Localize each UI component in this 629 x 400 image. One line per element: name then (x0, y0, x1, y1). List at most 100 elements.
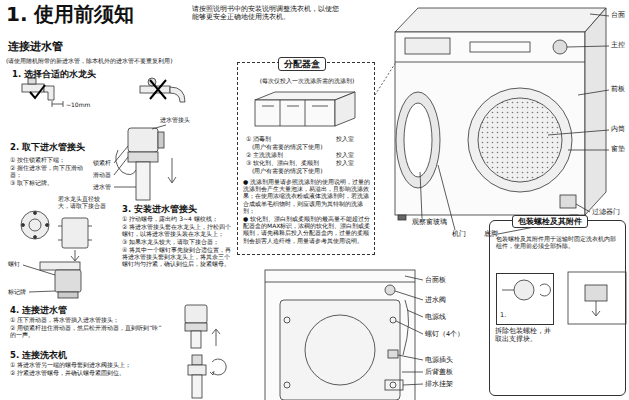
detergent-drawer (255, 48, 405, 126)
part-label: 过滤器门 (592, 209, 620, 217)
part-label: ④ 将其中一个螺钉事先旋到合适位置，再将进水管接头套到水龙头上，将其余三个螺钉均… (122, 246, 232, 268)
connector-install (29, 219, 41, 231)
part-label: 台面 (611, 12, 625, 20)
box-text: (用户有需要的情况下使用) (252, 167, 323, 174)
box-text: ● 软化剂、漂白剂或柔顺剂的最高量不能超过分配器盒的MAX标识，浓稠的软化剂、漂… (243, 215, 371, 244)
box-heading: 1. (500, 312, 506, 320)
faucet-good (22, 78, 63, 107)
part-label: 电源插头 (425, 357, 453, 365)
washer-back-view (284, 382, 290, 388)
part-label: ① 压下滑动器，将水管插入进水管接头； (10, 316, 165, 323)
washer-back-view (385, 285, 395, 295)
connector-install (21, 211, 49, 239)
connector-install (40, 262, 80, 270)
hose-insert (185, 305, 220, 348)
part-label: 标记牌 (8, 288, 26, 295)
part-label: ② 拧紧进水管螺母，并确认螺母紧固到位。 (10, 369, 165, 376)
part-label: 后背盖板 (425, 369, 453, 377)
detergent-drawer (335, 92, 355, 126)
box-text: (用户有需要的情况下使用) (252, 143, 323, 150)
washer-back-view (403, 300, 409, 355)
part-label: 进水管接头 (160, 116, 190, 123)
connector-removal (158, 132, 164, 148)
part-label: 电源线 (425, 314, 446, 322)
box-text: ● 洗涤剂用量请参照洗涤剂的使用说明，过量的洗涤剂会产生大量泡沫，易溢出，且影响… (243, 178, 371, 214)
packing-box: 包装螺栓及其附件包装螺栓及其附件用于运输时固定洗衣机内部组件，使用前必须全部拆除… (489, 220, 626, 396)
part-label: 台面板 (425, 277, 446, 285)
part-label: 请按照说明书中的安装说明调整洗衣机，以便您能够更安全正确地使用洗衣机。 (192, 6, 342, 22)
connector-removal (128, 128, 158, 152)
faucet-bad (140, 78, 185, 102)
washer-front-view (553, 40, 567, 54)
part-label: ~10mm (66, 101, 90, 108)
washer-back-view (265, 282, 415, 283)
part-label: 底脚 (484, 231, 498, 239)
part-label: ② 用锁紧杆挂住滑动器，然后松开滑动器，直到听到“咔”的一声。 (10, 324, 165, 338)
connector-install (23, 265, 55, 292)
part-label: 进水管 (93, 183, 111, 190)
part-label: (请使用随机附带的新进水管，除本机外的进水管不要重复利用) (6, 57, 173, 64)
washer-back-view (284, 317, 290, 323)
connector-install (34, 236, 37, 239)
part-label: 5. 连接洗衣机 (10, 350, 67, 360)
part-label: 主控 (611, 42, 625, 50)
part-label: 窗垫 (611, 146, 625, 154)
connector-removal (116, 150, 136, 175)
washer-connect (192, 375, 202, 398)
part-label: ② 将进水管接头套在水龙头上，拧松四个螺钉，以将进水管接头装在水龙头上； (122, 223, 232, 237)
faucet-good (44, 86, 54, 100)
washer-back-view (390, 382, 396, 388)
part-label: ③ 如果水龙头较大，请取下接合器； (122, 238, 232, 245)
connector-install (58, 226, 92, 240)
connector-removal (168, 158, 176, 183)
connector-install (34, 212, 37, 215)
connector-install (46, 224, 49, 227)
part-label: ① 按住锁紧杆下端； (10, 156, 65, 163)
connector-removal (128, 152, 158, 162)
washer-front-view (405, 38, 450, 54)
washer-back-view (390, 317, 396, 323)
part-label: 排水挂架 (425, 381, 453, 389)
faucet-good (30, 85, 45, 98)
part-label: 3. 安装进水管接头 (122, 204, 197, 214)
art-part (21, 8, 626, 400)
connector-removal (114, 125, 176, 200)
part-label: ③ 取下标记牌。 (10, 179, 53, 186)
connector-install (55, 270, 81, 292)
washer-back-view (265, 270, 415, 400)
box-text: 投入室 (336, 151, 354, 158)
hose-insert (191, 331, 201, 348)
detergent-drawer (262, 100, 328, 126)
washer-back-view (265, 270, 423, 400)
part-label: 4. 连接进水管 (10, 305, 67, 315)
part-label: ② 握住进水管，向下压滑动器； (10, 164, 90, 178)
detergent-drawer (255, 100, 335, 126)
washer-back-view (280, 300, 400, 400)
connector-install (71, 250, 79, 261)
connector-install (62, 218, 88, 248)
packing-bolt-pictures (585, 285, 607, 301)
connector-install (21, 211, 92, 298)
washer-connect (188, 355, 226, 398)
packing-bolt-pictures (514, 280, 534, 300)
packing-bolt-pictures (568, 272, 626, 324)
box-text: ③ 软化剂、漂白剂、柔顺剂 (246, 159, 319, 166)
part-label: 观察窗玻璃 (412, 219, 447, 227)
part-label: 拆除包装螺栓，并取出支撑块。 (495, 328, 557, 344)
washer-front-view (398, 215, 406, 220)
washer-front-view (395, 8, 606, 32)
washer-front-view (468, 88, 572, 192)
packing-bolt-pictures (502, 284, 550, 296)
washer-front-view (560, 195, 576, 208)
connector-removal (136, 162, 150, 200)
part-label: 螺钉（4个） (425, 331, 464, 339)
faucet-good (52, 101, 63, 107)
connector-install (58, 292, 78, 298)
part-label: 锁紧杆 (93, 159, 111, 166)
box-text: 投入室 (336, 135, 354, 142)
faucet-bad (150, 80, 166, 99)
packing-bolt-pictures (502, 272, 626, 324)
hose-insert (185, 323, 207, 331)
washer-back-view (385, 380, 403, 390)
box-text: 包装螺栓及其附件用于运输时固定洗衣机内部组件，使用前必须全部拆除。 (496, 235, 621, 249)
